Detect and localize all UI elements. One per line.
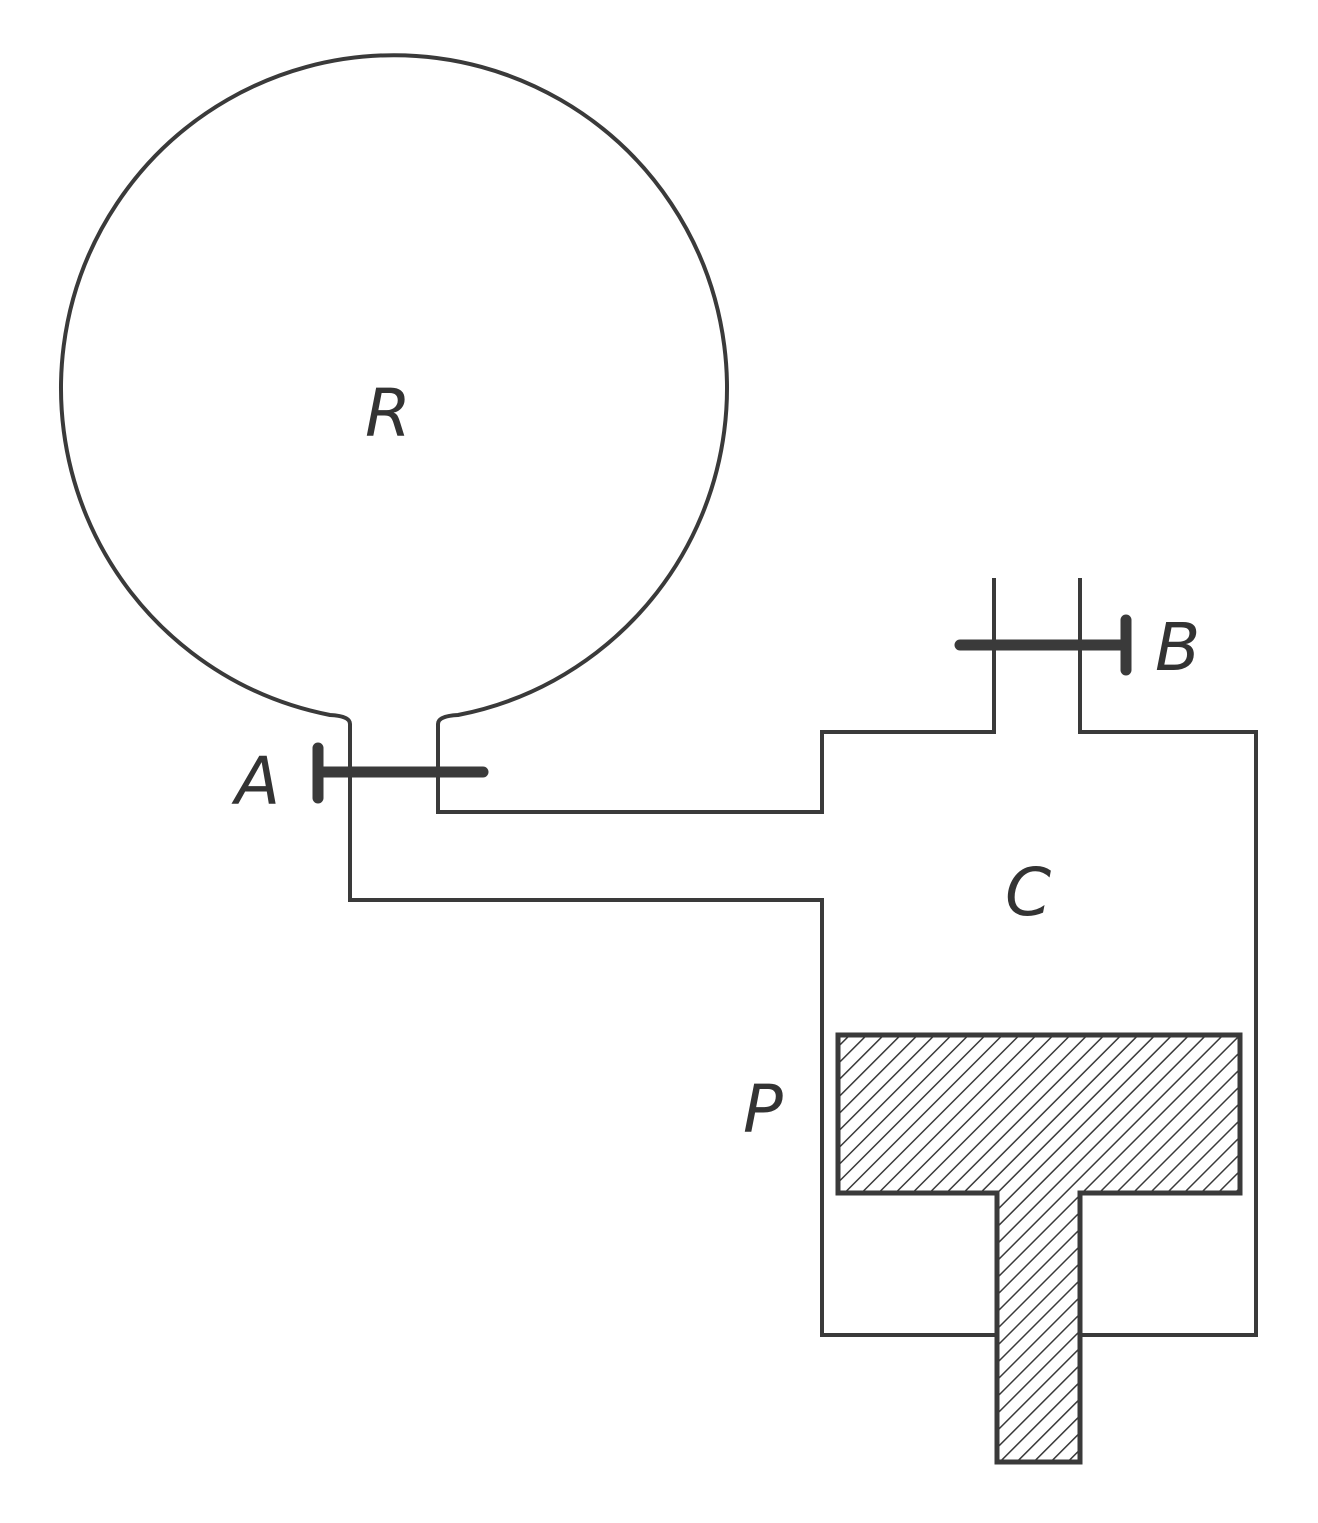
valve-a bbox=[312, 742, 489, 804]
label-reservoir: R bbox=[365, 375, 411, 452]
chamber-right-wall bbox=[1078, 578, 1258, 1337]
lower-pipe-wall bbox=[348, 724, 997, 1337]
valve-b bbox=[954, 614, 1132, 676]
reservoir-vessel bbox=[59, 53, 729, 725]
label-piston: P bbox=[743, 1071, 783, 1148]
label-valve-b: B bbox=[1155, 609, 1200, 686]
piston bbox=[835, 1032, 1243, 1465]
label-chamber: C bbox=[1005, 854, 1051, 931]
upper-pipe-wall bbox=[436, 578, 996, 814]
label-valve-a: A bbox=[231, 743, 280, 820]
